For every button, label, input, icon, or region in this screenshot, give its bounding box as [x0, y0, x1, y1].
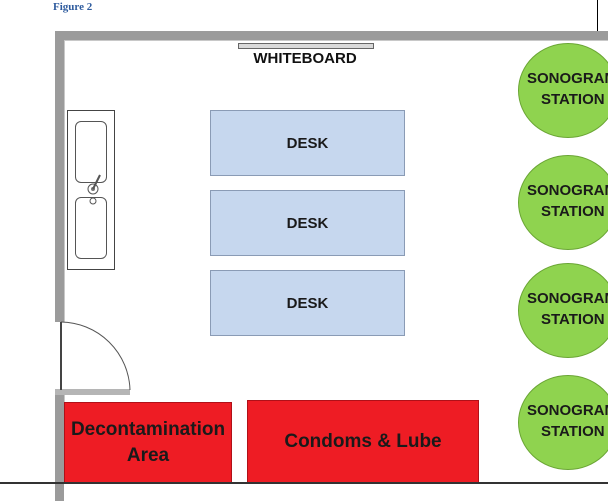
sonogram-station-3: SONOGRAM STATION — [518, 263, 608, 358]
sonogram-station-2: SONOGRAM STATION — [518, 155, 608, 250]
decontamination-area: Decontamination Area — [64, 402, 232, 484]
wall-stub-lower — [55, 389, 64, 484]
station-label-line2: STATION — [541, 203, 605, 220]
wall-stub-bottom-cap — [55, 389, 130, 395]
sink — [67, 110, 115, 270]
page-frame-top — [597, 0, 598, 31]
supplies-label: Condoms & Lube — [284, 431, 442, 452]
desk-2: DESK — [210, 190, 405, 256]
figure-label: Figure 2 — [53, 1, 93, 13]
station-label-line1: SONOGRAM — [527, 182, 608, 199]
station-label: SONOGRAM STATION — [519, 180, 608, 222]
station-label: SONOGRAM STATION — [519, 400, 608, 442]
station-label-line2: STATION — [541, 311, 605, 328]
whiteboard — [238, 43, 374, 49]
desk-3: DESK — [210, 270, 405, 336]
station-label-line1: SONOGRAM — [527, 290, 608, 307]
decontamination-label-line1: Decontamination — [70, 419, 226, 440]
door-swing — [60, 321, 131, 391]
sonogram-station-4: SONOGRAM STATION — [518, 375, 608, 470]
supplies-area: Condoms & Lube — [247, 400, 479, 484]
decontamination-label-line2: Area — [126, 445, 170, 466]
inner-wall-line-left — [64, 40, 65, 480]
page-bottom-line — [0, 482, 608, 484]
station-label-line1: SONOGRAM — [527, 402, 608, 419]
sink-basin-top — [75, 121, 107, 183]
whiteboard-label: WHITEBOARD — [253, 50, 357, 67]
station-label-line1: SONOGRAM — [527, 70, 608, 87]
sonogram-station-1: SONOGRAM STATION — [518, 43, 608, 138]
station-label-line2: STATION — [541, 423, 605, 440]
station-label: SONOGRAM STATION — [519, 288, 608, 330]
door-arc — [60, 321, 131, 391]
sink-basin-bottom — [75, 197, 107, 259]
station-label-line2: STATION — [541, 91, 605, 108]
desk-1: DESK — [210, 110, 405, 176]
inner-wall-line — [64, 40, 608, 41]
station-label: SONOGRAM STATION — [519, 68, 608, 110]
faucet-icon — [87, 174, 101, 205]
